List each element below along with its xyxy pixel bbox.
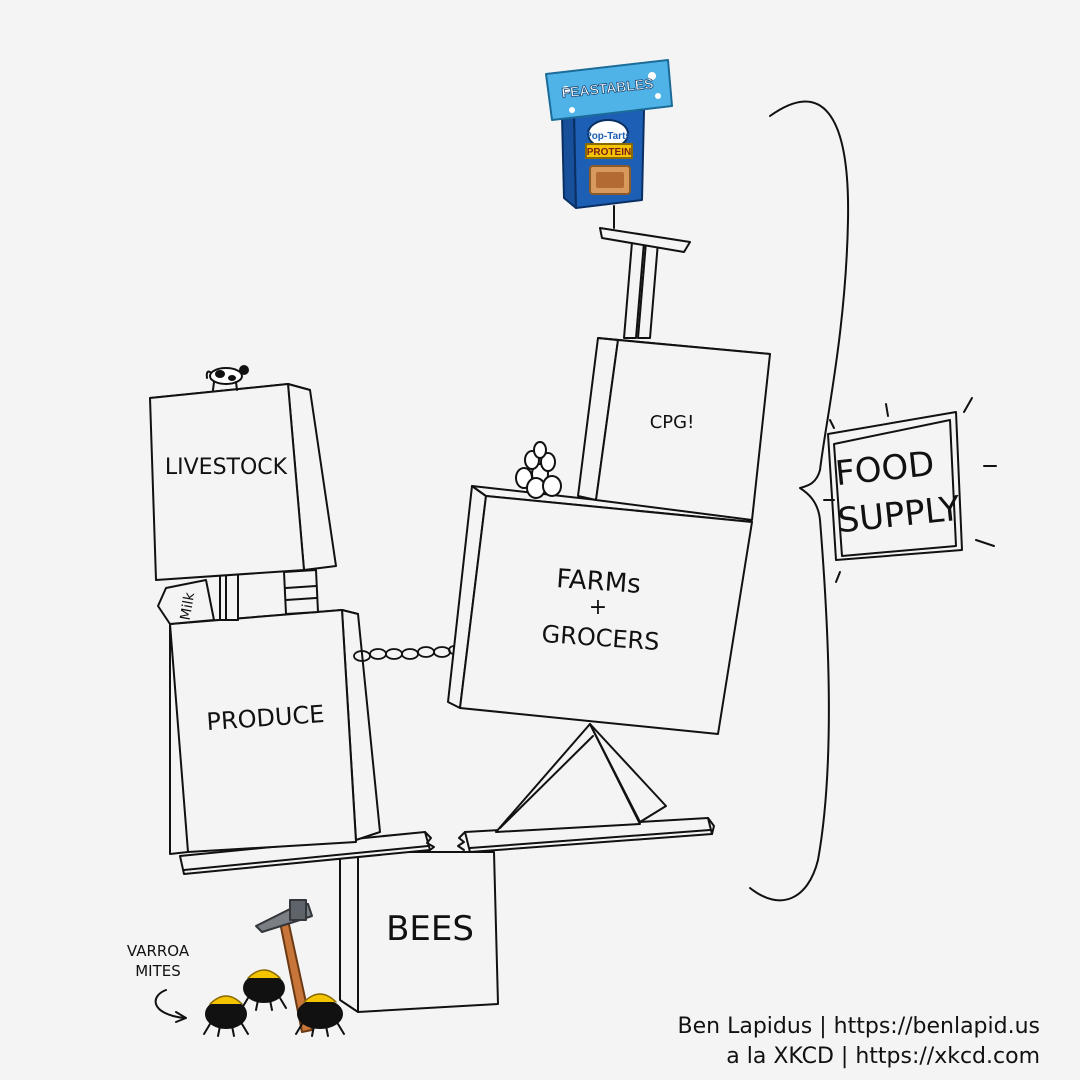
chain-icon <box>353 645 460 662</box>
poptarts-box: Pop-Tarts PROTEIN <box>561 109 645 209</box>
credit-author: Ben Lapidus | https://benlapid.us <box>677 1014 1040 1039</box>
milk-label: Milk <box>178 590 199 621</box>
supports-between-boxes <box>219 569 319 621</box>
livestock-box: LIVESTOCK <box>149 383 337 581</box>
sign-glow-lines <box>823 397 997 583</box>
cpg-label: CPG! <box>650 412 695 433</box>
milk-carton: Milk <box>157 579 215 625</box>
varroa-label-line1: VARROA <box>127 942 190 960</box>
cow-icon <box>205 365 249 391</box>
produce-box: PRODUCE <box>169 609 381 855</box>
poptarts-brand: Pop-Tarts <box>585 131 631 142</box>
arrow-icon <box>154 989 187 1023</box>
food-supply-sign: FOOD SUPPLY <box>823 397 997 583</box>
bees-label: BEES <box>386 909 474 949</box>
farms-grocers-box: FARMs + GROCERS <box>447 485 753 735</box>
cpg-box: CPG! <box>577 337 771 521</box>
triangle-support <box>495 723 667 833</box>
varroa-label-line2: MITES <box>135 962 181 980</box>
poptarts-flavor: PROTEIN <box>587 147 631 158</box>
credit-inspiration: a la XKCD | https://xkcd.com <box>726 1044 1040 1069</box>
eggs-icon <box>515 441 562 499</box>
curly-brace-icon <box>749 100 850 902</box>
livestock-label: LIVESTOCK <box>165 455 288 480</box>
varroa-mite-icon <box>203 995 249 1037</box>
varroa-mite-icon <box>295 993 345 1037</box>
pedestal-pole <box>599 205 691 339</box>
feastables-bar: FEASTABLES <box>545 59 673 121</box>
farms-label: FARMs <box>555 564 641 600</box>
credits: Ben Lapidus | https://benlapid.us a la X… <box>678 1012 1040 1072</box>
plus-label: + <box>589 595 607 620</box>
varroa-mite-icon <box>241 969 287 1011</box>
bees-box: BEES <box>339 851 499 1013</box>
